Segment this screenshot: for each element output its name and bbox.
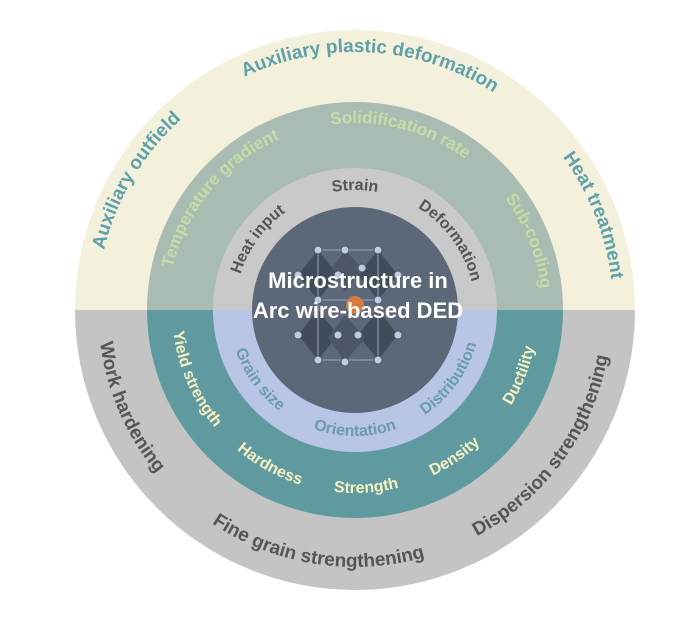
- center-title-line2: Arc wire-based DED: [253, 298, 463, 323]
- crystal-structure-icon: [293, 245, 403, 367]
- svg-text:Strain: Strain: [331, 177, 380, 196]
- label-strain: Strain: [331, 177, 380, 196]
- center-title-line1: Microstructure in: [268, 268, 448, 293]
- svg-text:Orientation: Orientation: [312, 417, 398, 441]
- svg-text:Strength: Strength: [333, 475, 400, 497]
- label-strength: Strength: [333, 475, 400, 497]
- label-orientation: Orientation: [312, 417, 398, 441]
